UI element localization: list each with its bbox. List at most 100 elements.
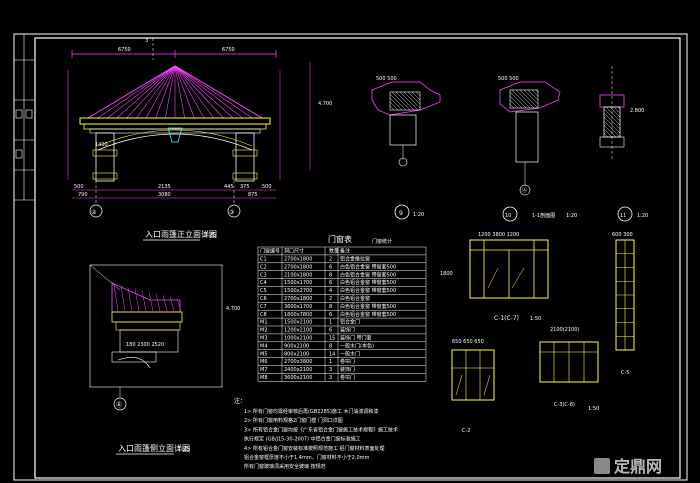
table-cell: 装饰门 带门套 — [340, 335, 372, 342]
table-cell: 3 — [329, 367, 332, 373]
title-strip — [14, 34, 35, 201]
table-cell: 3 — [329, 375, 332, 381]
window-c3-dims: 2100(2100) — [550, 327, 579, 333]
section-elev-4700: 4.700 — [226, 306, 240, 312]
table-cell: 8 — [329, 343, 332, 349]
notes-title: 注： — [234, 397, 246, 405]
window-elevations: 1200 3800 1200 1800 C-1(C-7) 1:50 600 30… — [440, 232, 635, 434]
elevation-axis-left: ② — [91, 209, 97, 216]
table-cell: 一般木门(本色) — [340, 342, 374, 349]
section-scale: 1:25 — [177, 446, 191, 453]
drawing-frame — [34, 37, 681, 479]
table-cell: C7 — [260, 304, 267, 310]
note-line: 铝合金窗框厚度不小于1.4mm，门窗材料不小于2.0mm — [244, 454, 370, 461]
table-cell: C5 — [260, 288, 267, 294]
table-cell: C6 — [260, 296, 267, 302]
table-cell: C1 — [260, 257, 267, 263]
elevation-dim-b1-2: 445 — [224, 184, 234, 190]
elevation-dim-b2-2: 875 — [248, 192, 258, 198]
table-cell: 800x2100 — [284, 351, 309, 357]
elevation-axis-right: ③ — [229, 209, 234, 216]
detail11-label: 11 — [620, 213, 626, 219]
entrance-canopy-side-section: 180 2300 2520 Ⓑ 4.700 入口雨篷侧立面详图 1:25 — [89, 264, 240, 455]
window-c5-label: C-5 — [621, 370, 629, 376]
table-cell: 6 — [329, 264, 332, 270]
table-header-cell: 洞口尺寸 — [284, 248, 304, 255]
detail9-label: 9 — [399, 210, 403, 217]
detail9b-dim: 500 500 — [498, 76, 519, 82]
table-cell: M4 — [260, 343, 268, 349]
window-c2-dims: 650 650 650 — [452, 339, 484, 345]
detail10-scale: 1:20 — [566, 213, 577, 219]
table-cell: C3 — [260, 272, 267, 278]
table-cell: 2700x1800 — [284, 264, 312, 270]
table-cell: 白色铝合金窗 带窗套500 — [340, 271, 396, 278]
note-line: 3> 所有铝合金门窗均按《广东省铝合金门窗施工技术规程》施工技术 — [244, 426, 398, 433]
detail11-elev: 2.800 — [630, 108, 644, 114]
elevation-dim-b1-0: 500 — [74, 184, 84, 190]
table-cell: 1000x2100 — [284, 336, 312, 342]
table-cell: 白色铝合金窗 带窗套500 — [340, 311, 396, 318]
elevation-dim-b2-0: 790 — [78, 192, 88, 198]
table-cell: C2 — [260, 264, 267, 270]
table-cell: 15 — [329, 336, 335, 342]
elevation-dim-top-left: 6750 — [118, 47, 131, 53]
eave-details: 500 500 Ⓐ 500 500 2.800 9 1:20 10 1-1剖面图… — [309, 62, 648, 222]
window-c2-label: C-2 — [462, 428, 470, 434]
table-cell: 一般木门 — [340, 350, 360, 357]
detail11-scale: 1:20 — [637, 213, 648, 219]
table-cell: 2400x2100 — [284, 367, 312, 373]
watermark: 定鼎网 — [594, 457, 662, 476]
section-title: 入口雨篷侧立面详图 — [118, 443, 190, 453]
table-cell: M1 — [260, 320, 268, 326]
table-cell: M5 — [260, 351, 268, 357]
table-cell: 白色铝合金窗 带窗套500 — [340, 303, 396, 310]
table-cell: 白色铝合金窗 — [340, 295, 370, 302]
table-cell: 8 — [329, 304, 332, 310]
table-cell: 2700x1800 — [284, 257, 312, 263]
window-c1-height: 1800 — [440, 271, 453, 277]
table-cell: 1500x1700 — [284, 280, 312, 286]
elevation-dim-b2-1: 3080 — [158, 192, 171, 198]
table-cell: 白色铝合金窗 带窗套500 — [340, 263, 396, 270]
table-cell: 卷帘门 — [340, 374, 355, 381]
table-cell: 6 — [329, 328, 332, 334]
elevation-axis-top: 3 — [145, 38, 148, 44]
detail10-label: 10 — [505, 213, 511, 219]
elevation-title: 入口雨篷正立面详图 — [145, 229, 217, 239]
note-line: 1> 所有门窗均需经审核后再(GB2285)施工 木门油漆调和漆 — [244, 408, 378, 415]
window-c5-dim: 600 300 — [612, 232, 633, 238]
watermark-text: 定鼎网 — [613, 457, 662, 476]
table-cell: 白色铝合金窗 带窗套500 — [340, 287, 396, 294]
table-cell: M2 — [260, 328, 268, 334]
elevation-dim-top-right: 6750 — [222, 47, 235, 53]
table-cell: 14 — [329, 351, 335, 357]
table-cell: 1500x2100 — [284, 320, 312, 326]
table-cell: 1200x2100 — [284, 328, 312, 334]
window-c1-scale: 1:50 — [530, 316, 541, 322]
table-cell: 6 — [329, 280, 332, 286]
detail-axis-a: Ⓐ — [522, 187, 527, 194]
elevation-scale: 1:25 — [203, 232, 217, 239]
table-cell: C4 — [260, 280, 267, 286]
table-cell: 2100x1800 — [284, 272, 312, 278]
table-cell: 卷帘门 — [340, 358, 355, 365]
elevation-dim-b1-3: 375 — [240, 184, 250, 190]
table-cell: 6 — [329, 312, 332, 318]
detail10-title: 1-1剖面图 — [532, 212, 555, 219]
table-cell: 2700x3800 — [284, 359, 312, 365]
window-c1-label: C-1(C-7) — [494, 315, 519, 322]
table-cell: 1800x7800 — [284, 312, 312, 318]
table-header-cell: 备注 — [340, 248, 350, 255]
elevation-dim-b1-4: 500 — [262, 184, 272, 190]
detail9-scale: 1:20 — [413, 212, 424, 218]
table-header-cell: 门窗编号 — [260, 248, 280, 255]
table-cell: 装饰门 — [340, 366, 355, 373]
table-cell: 白色铝合金窗 带窗套500 — [340, 279, 396, 286]
elevation-dim-b1-1: 2135 — [158, 184, 171, 190]
section-axis: Ⓑ — [116, 401, 122, 409]
window-c3-scale: 1:50 — [588, 406, 599, 412]
elevation-dim-1400: 1400 — [95, 142, 108, 148]
